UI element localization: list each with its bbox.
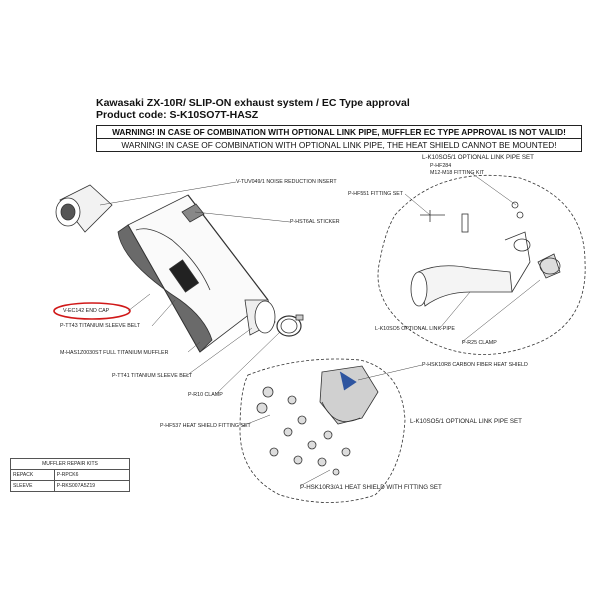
optional-link-pipe-drawing <box>410 201 561 307</box>
label-sticker: P-HST6AL STICKER <box>290 219 340 225</box>
label-sleeve-belt-43: P-TT43 TITANIUM SLEEVE BELT <box>60 323 141 329</box>
label-heat-shield-with-fitting-set: P-HSK10R3/A1 HEAT SHIELD WITH FITTING SE… <box>300 484 442 491</box>
diagram-title: Kawasaki ZX-10R/ SLIP-ON exhaust system … <box>96 97 410 109</box>
label-carbon-fiber-heat-shield: P-HSK10R8 CARBON FIBER HEAT SHIELD <box>422 362 528 368</box>
label-noise-reduction-insert: V-TUV049/1 NOISE REDUCTION INSERT <box>236 179 337 185</box>
optional-link-pipe-region <box>377 175 586 355</box>
repair-kits-title: MUFFLER REPAIR KITS <box>10 458 130 470</box>
label-fitting-kit-name: M12-M18 FITTING KIT <box>430 170 485 176</box>
warning-heat-shield: WARNING! IN CASE OF COMBINATION WITH OPT… <box>96 138 582 152</box>
label-clamp-r10: P-R10 CLAMP <box>188 392 223 398</box>
label-optional-link-pipe: L-K10SO5 OPTIONAL LINK-PIPE <box>375 326 455 332</box>
heat-shield-region <box>239 358 406 503</box>
label-heat-shield-fitting-set: P-HF537 HEAT SHIELD FITTING SET <box>160 423 251 429</box>
table-row: REPACK P-RPCK6 <box>10 469 131 481</box>
repair-kit-code: P-RKS007A5Z19 <box>53 480 131 492</box>
muffler-repair-kits-table: MUFFLER REPAIR KITS REPACK P-RPCK6 SLEEV… <box>10 458 131 492</box>
noise-reduction-insert-drawing <box>55 184 113 233</box>
label-fitting-set-551: P-HF551 FITTING SET <box>348 191 404 197</box>
label-clamp-r25: P-R25 CLAMP <box>462 340 497 346</box>
heat-shield-fitting-parts-drawing <box>256 386 351 476</box>
clamp-r10-drawing <box>276 314 304 337</box>
repair-kit-name: REPACK <box>10 469 55 481</box>
muffler-outlet-drawing <box>244 299 276 336</box>
label-fitting-kit-code: P-HF284 <box>430 163 452 169</box>
table-row: SLEEVE P-RKS007A5Z19 <box>10 480 131 492</box>
label-optional-link-pipe-set-top: L-K10SO5/1 OPTIONAL LINK PIPE SET <box>422 154 534 161</box>
table-row: MUFFLER REPAIR KITS <box>10 458 130 470</box>
carbon-heat-shield-drawing <box>319 365 379 425</box>
muffler-drawing <box>117 194 269 353</box>
label-optional-link-pipe-set-bottom: L-K10SO5/1 OPTIONAL LINK PIPE SET <box>410 418 522 425</box>
repair-kit-name: SLEEVE <box>10 480 55 492</box>
repair-kit-code: P-RPCK6 <box>53 469 131 481</box>
end-cap-highlight <box>53 302 131 320</box>
label-sleeve-belt-41: P-TT41 TITANIUM SLEEVE BELT <box>112 373 193 379</box>
product-code: Product code: S-K10SO7T-HASZ <box>96 109 259 121</box>
label-full-titanium-muffler: M-HAS1Z0030ST FULL TITANIUM MUFFLER <box>60 350 169 356</box>
label-end-cap: V-EC142 END CAP <box>63 308 110 314</box>
